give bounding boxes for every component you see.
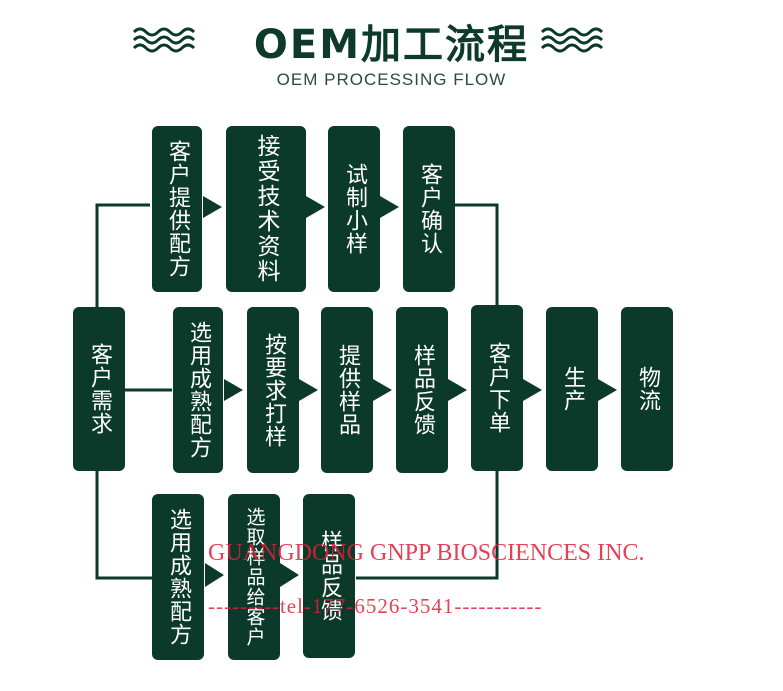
node-label: 试制小样 [342, 163, 367, 255]
wave-decoration-left-icon [132, 27, 196, 53]
arrow-icon [224, 379, 243, 401]
node-label: 提供样品 [335, 344, 360, 436]
arrow-icon [299, 379, 318, 401]
node-row1-step2: 接受技术资料 [226, 126, 306, 292]
node-label: 客户提供配方 [165, 140, 190, 278]
connector-top-merge [455, 203, 499, 305]
node-row1-step4: 客户确认 [403, 126, 455, 292]
node-customer-order: 客户下单 [471, 305, 523, 471]
node-row3-step3: 样品反馈 [303, 494, 355, 658]
arrow-icon [523, 379, 542, 401]
node-row2-step3: 提供样品 [321, 307, 373, 473]
node-customer-demand: 客户需求 [73, 307, 125, 471]
node-label: 选用成熟配方 [186, 321, 211, 459]
connector-bottom-branch [95, 470, 152, 580]
arrow-icon [203, 196, 222, 218]
node-row2-step1: 选用成熟配方 [173, 307, 223, 473]
node-row3-step1: 选用成熟配方 [152, 494, 204, 660]
arrow-icon [380, 196, 399, 218]
node-label: 接受技术资料 [253, 134, 279, 284]
page-subtitle: OEM PROCESSING FLOW [276, 70, 507, 89]
node-label: 选取样品给客户 [243, 507, 266, 647]
node-label: 物流 [635, 366, 660, 412]
node-row2-step2: 按要求打样 [247, 307, 299, 473]
node-label: 生产 [560, 366, 585, 412]
watermark-company: GUANGDONG GNPP BIOSCIENCES INC. [208, 540, 645, 566]
wave-decoration-right-icon [540, 27, 604, 53]
node-row3-step2: 选取样品给客户 [228, 494, 280, 660]
node-label: 样品反馈 [317, 530, 342, 622]
node-row1-step3: 试制小样 [328, 126, 380, 292]
page-title: OEM加工流程 [253, 22, 530, 68]
node-label: 选用成熟配方 [166, 508, 191, 646]
watermark-tel: ---------tel-177-6526-3541----------- [208, 594, 543, 618]
arrow-icon [280, 563, 299, 587]
node-label: 客户确认 [417, 163, 442, 255]
node-label: 客户下单 [485, 342, 510, 434]
title-block: OEM加工流程 [0, 12, 783, 70]
node-production: 生产 [546, 307, 598, 471]
node-logistics: 物流 [621, 307, 673, 471]
arrow-icon [448, 379, 467, 401]
node-label: 客户需求 [87, 343, 112, 435]
node-label: 按要求打样 [261, 332, 286, 448]
arrow-icon [205, 563, 224, 587]
arrow-icon [598, 379, 617, 401]
connector-top-branch [95, 203, 150, 308]
arrow-icon [306, 196, 325, 218]
connector-bottom-merge [356, 470, 499, 580]
node-label: 样品反馈 [410, 344, 435, 436]
node-row1-step1: 客户提供配方 [152, 126, 202, 292]
arrow-icon [373, 379, 392, 401]
node-row2-step4: 样品反馈 [396, 307, 448, 473]
